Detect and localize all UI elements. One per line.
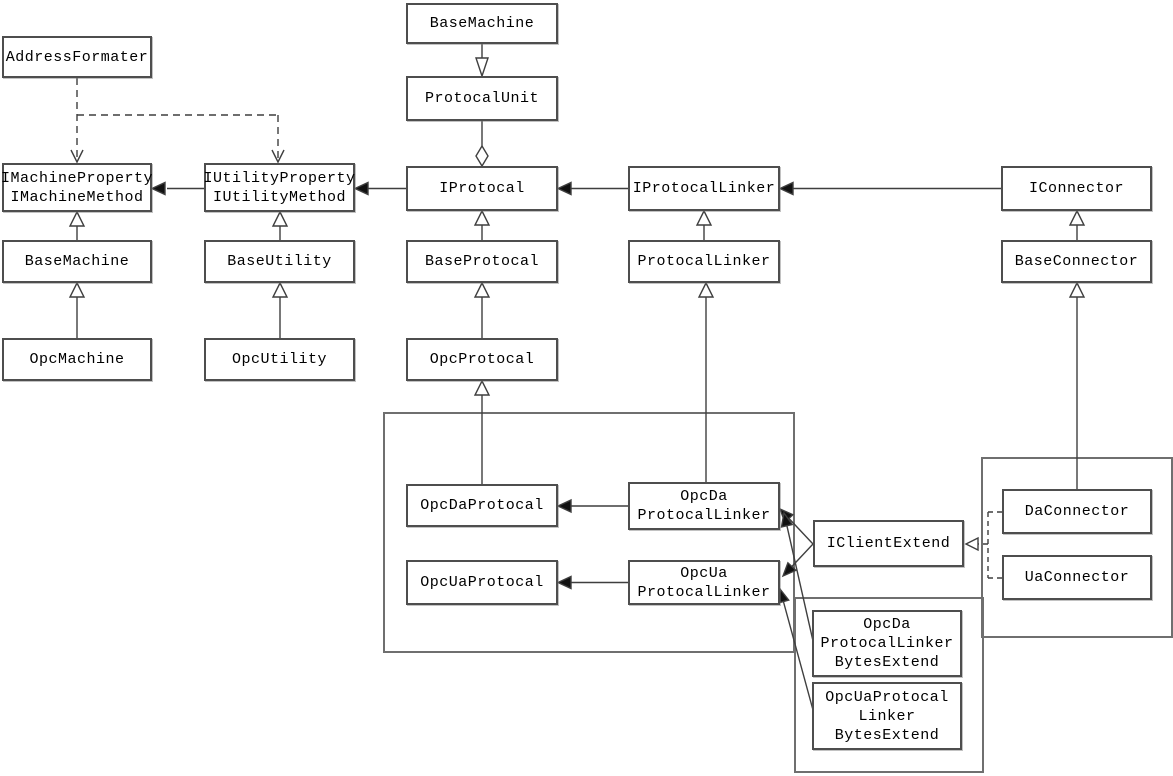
- edge-connectors-to-iclientextend-realization: [964, 511, 1002, 579]
- class-label-opc-ua-protocal: OpcUaProtocal: [420, 574, 544, 591]
- edge-opcutility-to-baseutility: [271, 281, 289, 338]
- class-label-iprotocal-linker: IProtocalLinker: [632, 180, 776, 197]
- class-box-opc-protocal: OpcProtocal: [406, 338, 558, 381]
- class-box-iprotocal-linker: IProtocalLinker: [628, 166, 780, 211]
- class-label-opc-machine: OpcMachine: [29, 351, 125, 368]
- class-label-base-utility: BaseUtility: [227, 253, 332, 270]
- edge-protocalunit-to-iprotocal-aggregation: [475, 121, 489, 168]
- class-label-base-connector: BaseConnector: [1014, 253, 1139, 270]
- class-box-opc-ua-protocal: OpcUaProtocal: [406, 560, 558, 605]
- class-box-imachine: IMachineProperty IMachineMethod: [0, 163, 154, 212]
- edge-baseutility-to-iutility: [271, 210, 289, 240]
- class-box-opc-da-protocal-linker-bytes-extend: OpcDa ProtocalLinker BytesExtend: [812, 610, 962, 677]
- class-label-opc-da-protocal-linker: OpcDa ProtocalLinker: [637, 488, 771, 524]
- edge-iclientextend-to-opcualinker: [781, 543, 814, 578]
- edge-daconnector-to-baseconnector: [1068, 281, 1086, 489]
- class-box-address-formater: AddressFormater: [2, 36, 152, 78]
- class-label-iclient-extend: IClientExtend: [826, 535, 951, 552]
- edge-iprotocal-to-iutility: [353, 181, 406, 196]
- class-box-iutility: IUtilityProperty IUtilityMethod: [203, 163, 356, 212]
- edge-protocallinker-to-iprotocallinker: [695, 209, 713, 240]
- edge-iconnector-to-iprotocallinker: [778, 181, 1001, 196]
- bytes-extend-group-frame: [794, 597, 984, 773]
- class-label-opc-ua-protocal-linker-bytes-extend: OpcUaProtocal Linker BytesExtend: [825, 688, 949, 744]
- class-label-address-formater: AddressFormater: [5, 48, 149, 66]
- generalization-edges: [68, 209, 1086, 489]
- class-box-iconnector: IConnector: [1001, 166, 1152, 211]
- class-label-opc-ua-protocal-linker: OpcUa ProtocalLinker: [637, 564, 771, 601]
- class-label-protocal-unit: ProtocalUnit: [424, 90, 540, 107]
- class-box-ua-connector: UaConnector: [1002, 555, 1152, 600]
- edge-opcdabytes-to-opcdalinker: [780, 511, 814, 642]
- edge-opcdalinker-to-protocallinker: [697, 281, 715, 484]
- edge-addressformater-to-imachine: [70, 78, 84, 164]
- class-label-iconnector: IConnector: [1028, 180, 1124, 197]
- class-box-base-connector: BaseConnector: [1001, 240, 1152, 283]
- edge-opcmachine-to-basemachine: [68, 281, 86, 338]
- edge-iutility-to-imachine: [150, 181, 204, 196]
- class-label-iutility: IUtilityProperty IUtilityMethod: [203, 169, 356, 206]
- dependency-edges: [70, 78, 1002, 579]
- class-label-imachine: IMachineProperty IMachineMethod: [0, 169, 154, 206]
- association-edges: [150, 181, 1001, 590]
- class-label-iprotocal: IProtocal: [439, 180, 525, 197]
- class-box-iprotocal: IProtocal: [406, 166, 558, 211]
- class-label-opc-da-protocal-linker-bytes-extend: OpcDa ProtocalLinker BytesExtend: [820, 616, 954, 671]
- edge-opcdaprotocal-to-opcprotocal: [473, 379, 491, 484]
- edge-addressformater-to-iutility: [77, 114, 285, 164]
- aggregation-diamond: [475, 144, 489, 168]
- edge-opcprotocal-to-baseprotocal: [473, 281, 491, 338]
- class-label-protocal-linker: ProtocalLinker: [637, 253, 771, 270]
- class-box-iclient-extend: IClientExtend: [813, 520, 964, 567]
- edge-basemachine-to-imachine: [68, 210, 86, 240]
- class-box-opc-machine: OpcMachine: [2, 338, 152, 381]
- class-box-protocal-linker: ProtocalLinker: [628, 240, 780, 283]
- class-label-opc-utility: OpcUtility: [231, 351, 327, 368]
- class-box-opc-ua-protocal-linker: OpcUa ProtocalLinker: [628, 560, 780, 605]
- opc-protocal-group-frame: [383, 412, 795, 653]
- class-box-base-machine-top: BaseMachine: [406, 3, 558, 44]
- class-box-protocal-unit: ProtocalUnit: [406, 76, 558, 121]
- class-label-base-machine: BaseMachine: [24, 253, 130, 270]
- class-box-base-protocal: BaseProtocal: [406, 240, 558, 283]
- class-box-base-machine: BaseMachine: [2, 240, 152, 283]
- class-box-opc-utility: OpcUtility: [204, 338, 355, 381]
- class-label-base-machine-top: BaseMachine: [429, 15, 535, 32]
- class-label-opc-protocal: OpcProtocal: [429, 351, 535, 368]
- edge-baseconnector-to-iconnector: [1068, 209, 1086, 240]
- edge-baseprotocal-to-iprotocal: [473, 209, 491, 240]
- class-label-base-protocal: BaseProtocal: [424, 253, 540, 270]
- class-label-opc-da-protocal: OpcDaProtocal: [420, 497, 544, 514]
- edge-opcuabytes-to-opcualinker: [777, 587, 814, 711]
- class-box-base-utility: BaseUtility: [204, 240, 355, 283]
- extend-association-edges: [777, 507, 814, 711]
- class-label-da-connector: DaConnector: [1024, 503, 1130, 520]
- class-box-da-connector: DaConnector: [1002, 489, 1152, 534]
- edge-opcualinker-to-opcuaprotocal: [556, 575, 628, 590]
- class-box-opc-da-protocal: OpcDaProtocal: [406, 484, 558, 527]
- class-box-opc-ua-protocal-linker-bytes-extend: OpcUaProtocal Linker BytesExtend: [812, 682, 962, 750]
- edge-opcdalinker-to-opcdaprotocal: [556, 498, 628, 514]
- class-box-opc-da-protocal-linker: OpcDa ProtocalLinker: [628, 482, 780, 530]
- edge-iprotocallinker-to-iprotocal: [556, 181, 628, 196]
- class-label-ua-connector: UaConnector: [1024, 569, 1130, 586]
- edge-basemachine-to-protocalunit: [475, 44, 489, 79]
